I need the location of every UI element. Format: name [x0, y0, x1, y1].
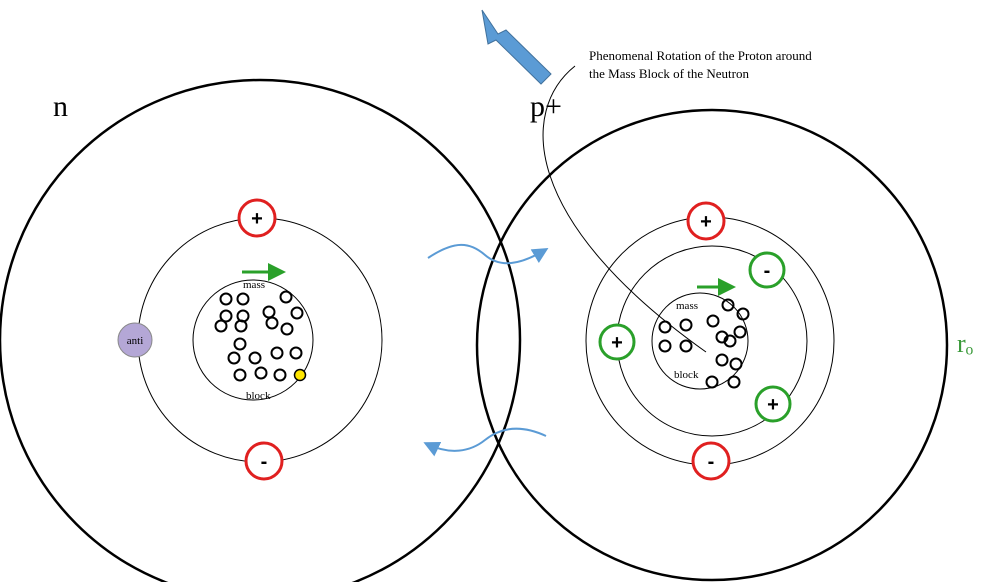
proton-block-label: block [674, 369, 699, 381]
proton-label: p+ [530, 90, 562, 123]
neutron-mass-block [192, 279, 314, 401]
caption-line-1: Phenomenal Rotation of the Proton around [589, 48, 812, 63]
svg-text:+: + [767, 394, 779, 416]
proton-outer-circle [475, 108, 949, 582]
anti-label: anti [127, 335, 144, 347]
neutron-label: n [53, 90, 68, 123]
neutron-bottom-charge: - [244, 441, 284, 481]
svg-text:-: - [708, 451, 715, 473]
upper-exchange-arrow-icon [427, 243, 549, 265]
proton-bottom-charge: - [691, 441, 731, 481]
svg-text:+: + [700, 211, 712, 233]
big-blue-arrow-icon [481, 9, 552, 85]
caption-line-2: the Mass Block of the Neutron [589, 66, 749, 81]
proton-top-charge: + [686, 201, 726, 241]
neutron-outer-circle [0, 78, 522, 587]
svg-text:-: - [261, 451, 268, 473]
lower-exchange-arrow-icon [423, 427, 547, 457]
neutron-mass-label: mass [243, 279, 265, 291]
radius-label: rₒ [957, 329, 974, 358]
proton-particles [658, 298, 750, 389]
proton-inner-charge-1: - [748, 251, 786, 289]
anti-particle [117, 322, 153, 358]
proton-inner-charge-2: + [598, 323, 636, 361]
svg-text:+: + [251, 208, 263, 230]
neutron-yellow-particle [293, 368, 307, 382]
neutron-block-label: block [246, 390, 271, 402]
proton-inner-charge-3: + [754, 385, 792, 423]
svg-text:-: - [764, 260, 771, 282]
proton-mass-block [651, 292, 749, 390]
neutron-orbit [137, 217, 383, 463]
neutron-particles [214, 290, 304, 382]
neutron-top-charge: + [237, 198, 277, 238]
svg-text:+: + [611, 332, 623, 354]
proton-mass-label: mass [676, 300, 698, 312]
